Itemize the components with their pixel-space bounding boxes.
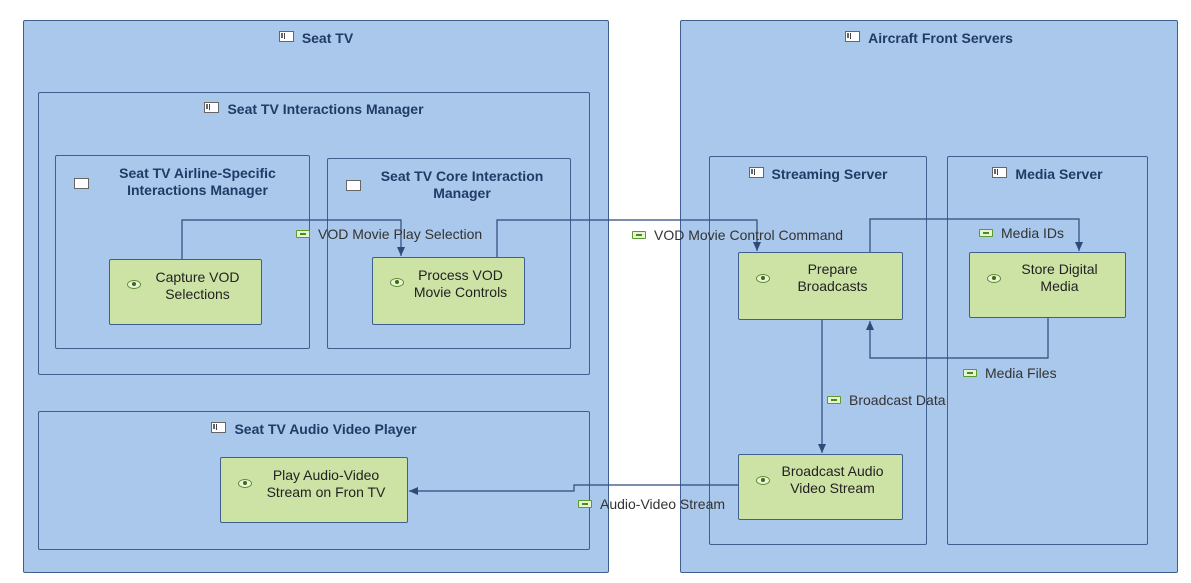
flow-icon <box>632 231 646 239</box>
component-icon <box>204 102 220 113</box>
media-server-title: Media Server <box>948 166 1147 183</box>
component-icon <box>346 180 361 191</box>
flow-vod-control-command <box>496 219 761 257</box>
function-icon <box>390 278 404 287</box>
flow-av-stream <box>409 484 738 495</box>
function-icon <box>756 274 770 283</box>
airline-specific-manager-title: Seat TV Airline-Specific Interactions Ma… <box>119 165 276 198</box>
flow-vod-play-selection <box>181 219 405 259</box>
broadcast-audio-video-node[interactable]: Broadcast Audio Video Stream <box>738 454 903 520</box>
flow-media-ids <box>869 218 1083 252</box>
audio-video-player-title: Seat TV Audio Video Player <box>39 421 589 438</box>
flow-icon <box>963 369 977 377</box>
flow-label-broadcast-data: Broadcast Data <box>827 392 946 409</box>
component-icon <box>748 167 764 178</box>
interactions-manager-title: Seat TV Interactions Manager <box>39 101 589 118</box>
store-digital-media-node[interactable]: Store Digital Media <box>969 252 1126 318</box>
process-vod-label: Process VOD Movie Controls <box>413 267 508 300</box>
capture-vod-selections-node[interactable]: Capture VOD Selections <box>109 259 262 325</box>
flow-label-vod-play-selection: VOD Movie Play Selection <box>296 226 482 243</box>
component-icon <box>278 31 294 42</box>
streaming-server-title: Streaming Server <box>710 166 926 183</box>
core-interaction-manager-title: Seat TV Core Interaction Manager <box>380 168 544 201</box>
capture-vod-label: Capture VOD Selections <box>155 269 240 302</box>
flow-media-files <box>866 318 1049 359</box>
flow-icon <box>296 230 310 238</box>
function-icon <box>756 476 770 485</box>
prepare-broadcasts-node[interactable]: Prepare Broadcasts <box>738 252 903 320</box>
function-icon <box>127 280 141 289</box>
flow-icon <box>827 396 841 404</box>
component-icon <box>74 178 89 189</box>
flow-label-av-stream: Audio-Video Stream <box>578 496 725 513</box>
component-icon <box>211 422 227 433</box>
flow-label-vod-control-command: VOD Movie Control Command <box>632 227 843 244</box>
function-icon <box>238 479 252 488</box>
play-av-label: Play Audio-Video Stream on Fron TV <box>266 467 386 500</box>
prepare-broadcasts-label: Prepare Broadcasts <box>797 261 868 294</box>
aircraft-front-servers-title: Aircraft Front Servers <box>681 30 1177 47</box>
flow-label-media-ids: Media IDs <box>979 225 1064 242</box>
play-audio-video-node[interactable]: Play Audio-Video Stream on Fron TV <box>220 457 408 523</box>
flow-icon <box>578 500 592 508</box>
flow-label-media-files: Media Files <box>963 365 1057 382</box>
broadcast-av-label: Broadcast Audio Video Stream <box>781 463 884 496</box>
flow-icon <box>979 229 993 237</box>
process-vod-movie-controls-node[interactable]: Process VOD Movie Controls <box>372 257 525 325</box>
component-icon <box>845 31 861 42</box>
function-icon <box>987 274 1001 283</box>
component-icon <box>992 167 1008 178</box>
store-media-label: Store Digital Media <box>1021 261 1098 294</box>
seat-tv-title: Seat TV <box>24 30 608 47</box>
